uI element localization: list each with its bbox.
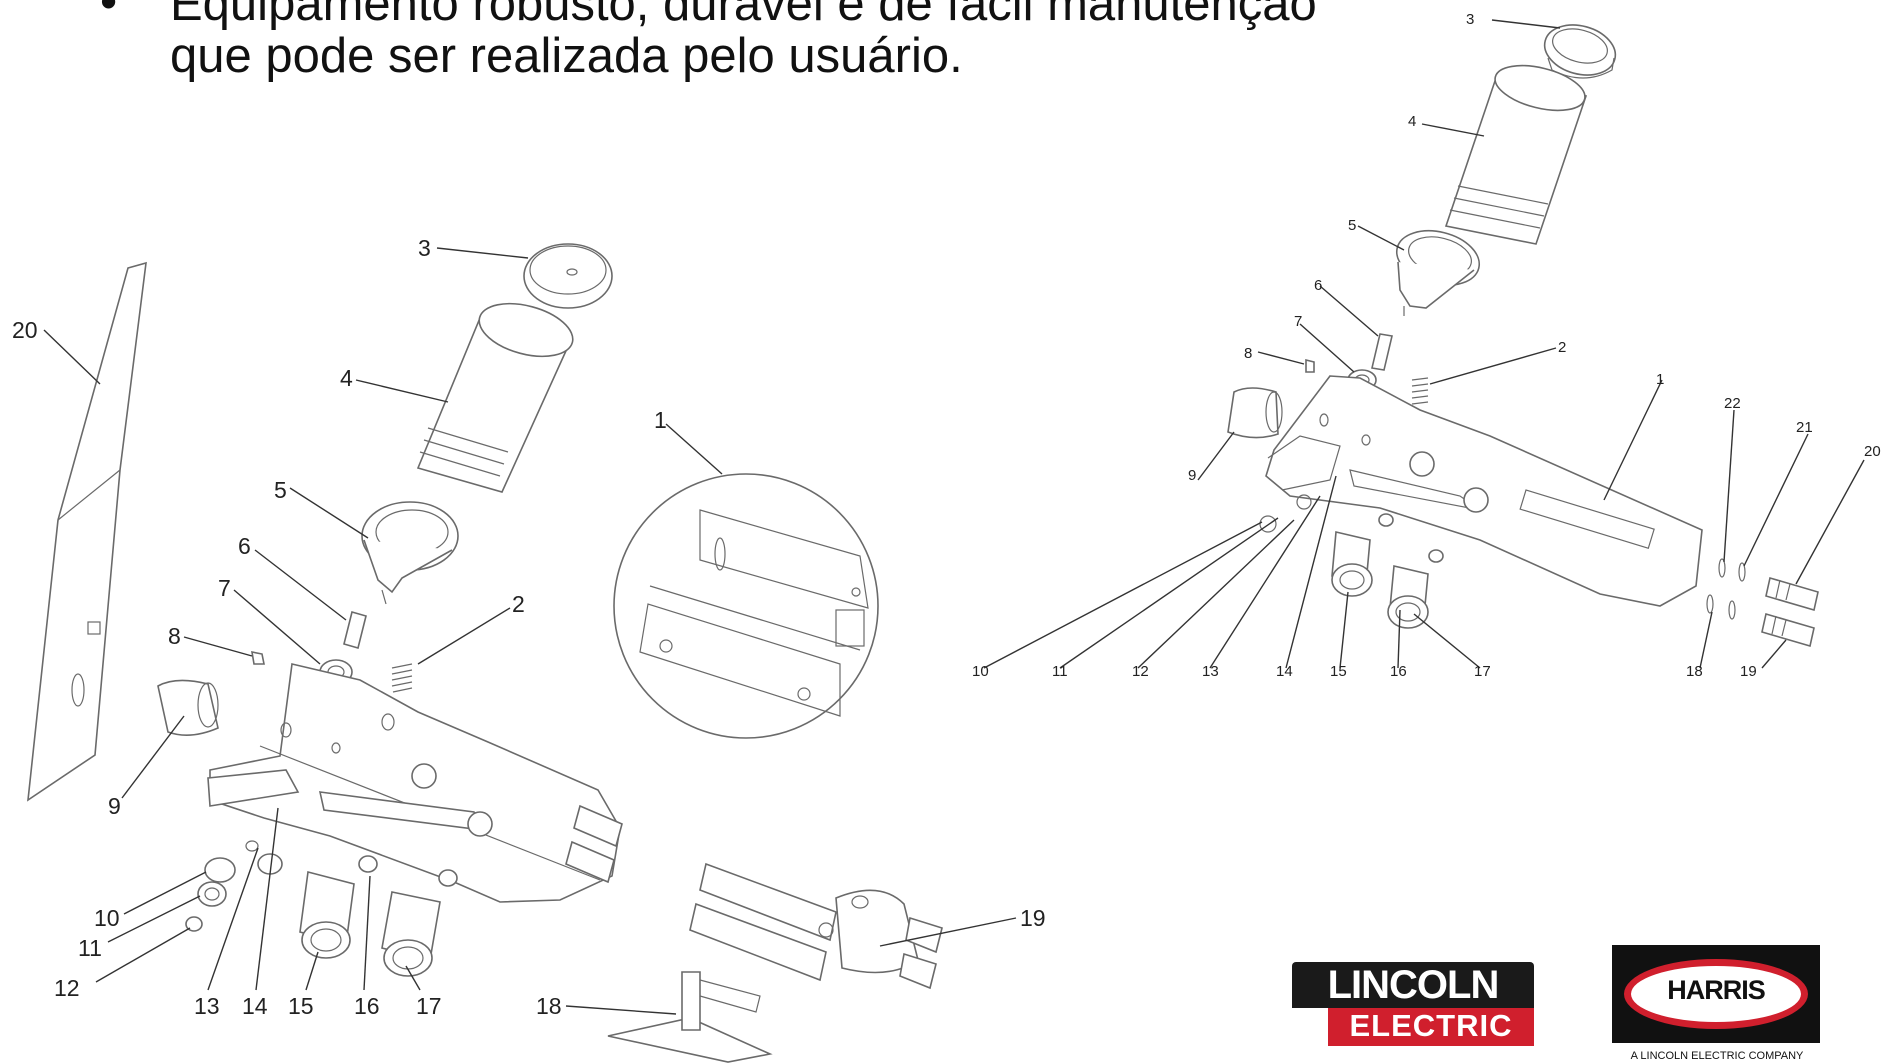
part-6-pin [343, 611, 367, 649]
harris-logo-word: HARRIS [1667, 975, 1766, 1005]
right-label-7: 7 [1294, 313, 1302, 330]
right-label-17: 17 [1474, 663, 1491, 680]
right-label-13: 13 [1202, 663, 1219, 680]
left-label-15: 15 [288, 993, 314, 1019]
left-label-12: 12 [54, 975, 80, 1001]
left-label-13: 13 [194, 993, 220, 1019]
left-label-10: 10 [94, 905, 120, 931]
right-label-18: 18 [1686, 663, 1703, 680]
right-label-8: 8 [1244, 345, 1252, 362]
part-16-oring [358, 855, 378, 873]
left-label-11: 11 [78, 935, 102, 961]
part-3-cap [523, 243, 613, 309]
part-12 [185, 916, 203, 932]
right-label-22: 22 [1724, 395, 1741, 412]
right-label-14: 14 [1276, 663, 1293, 680]
left-label-4: 4 [340, 365, 353, 391]
right-label-19: 19 [1740, 663, 1757, 680]
left-label-3: 3 [418, 235, 431, 261]
right-label-9: 9 [1188, 467, 1196, 484]
right-label-3: 3 [1466, 11, 1474, 28]
left-label-8: 8 [168, 623, 181, 649]
left-label-6: 6 [238, 533, 251, 559]
harris-logo: HARRIS [1612, 945, 1820, 1043]
part-1-detail-circle [613, 473, 879, 739]
right-label-5: 5 [1348, 217, 1356, 234]
left-label-7: 7 [218, 575, 231, 601]
part-20-shield [27, 261, 147, 802]
right-label-16: 16 [1390, 663, 1407, 680]
right-label-20: 20 [1864, 443, 1881, 460]
harris-tagline: A LINCOLN ELECTRIC COMPANY [1630, 1050, 1804, 1062]
left-label-1: 1 [654, 407, 667, 433]
left-label-17: 17 [416, 993, 442, 1019]
left-label-19: 19 [1020, 905, 1046, 931]
right-label-21: 21 [1796, 419, 1813, 436]
part-10 [204, 857, 236, 883]
part-8-screw [251, 650, 265, 665]
left-label-14: 14 [242, 993, 268, 1019]
lincoln-logo-top: LINCOLN [1292, 962, 1534, 1008]
harris-logo-ring [1624, 959, 1808, 1029]
right-label-10: 10 [972, 663, 989, 680]
right-label-1: 1 [1656, 371, 1664, 388]
left-label-9: 9 [108, 793, 121, 819]
left-exploded-diagram: 3 4 5 6 7 8 2 1 9 10 11 12 13 14 15 16 1… [12, 235, 1046, 1063]
left-label-20: 20 [12, 317, 38, 343]
right-label-4: 4 [1408, 113, 1416, 130]
left-label-2: 2 [512, 591, 525, 617]
lincoln-red-band [1328, 1006, 1534, 1046]
part-11 [197, 881, 227, 907]
left-label-5: 5 [274, 477, 287, 503]
lincoln-logo-bottom: ELECTRIC [1349, 1008, 1513, 1043]
lincoln-electric-logo: LINCOLN ELECTRIC [1292, 962, 1534, 1046]
right-label-12: 12 [1132, 663, 1149, 680]
part-18-stand [607, 1017, 773, 1063]
right-label-2: 2 [1558, 339, 1566, 356]
part-9-sleeve [157, 679, 219, 736]
right-label-15: 15 [1330, 663, 1347, 680]
bullet-marker: • [100, 0, 118, 29]
right-label-6: 6 [1314, 277, 1322, 294]
bullet-line-2: que pode ser realizada pelo usuário. [170, 29, 963, 83]
right-label-11: 11 [1052, 663, 1068, 680]
bullet-line-1: Equipamento robusto, durável e de fácil … [170, 0, 1317, 31]
left-label-18: 18 [536, 993, 562, 1019]
bullet-text-block: • Equipamento robusto, durável e de fáci… [100, 0, 1430, 82]
right-exploded-diagram: 3 4 5 6 7 8 2 1 9 10 11 12 13 14 15 16 1… [972, 11, 1881, 680]
part-2-spring [391, 663, 413, 693]
part-19-assembly [699, 862, 837, 942]
left-label-16: 16 [354, 993, 380, 1019]
